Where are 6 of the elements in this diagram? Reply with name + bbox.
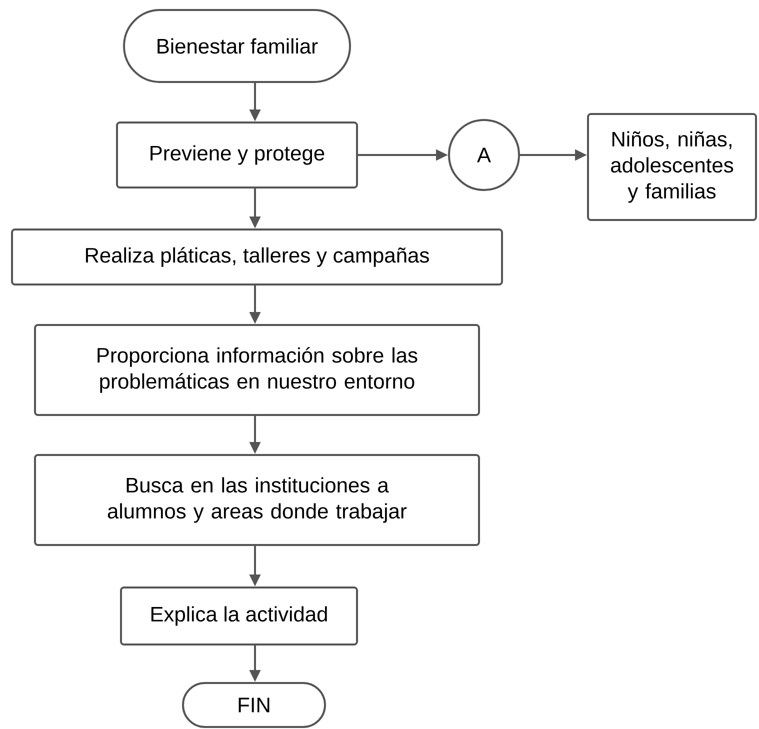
process-box: Busca en las instituciones a alumnos y areas donde trabajar (34, 454, 480, 546)
process-box: Proporciona información sobre las problemáticas en nuestro entorno (34, 324, 480, 416)
process-box: Explica la actividad (120, 586, 358, 646)
process-box: Realiza pláticas, talleres y campañas (11, 228, 503, 286)
process-box: Niños, niñas, adolescentes y familias (587, 113, 757, 221)
process-box: Previene y protege (116, 122, 358, 188)
